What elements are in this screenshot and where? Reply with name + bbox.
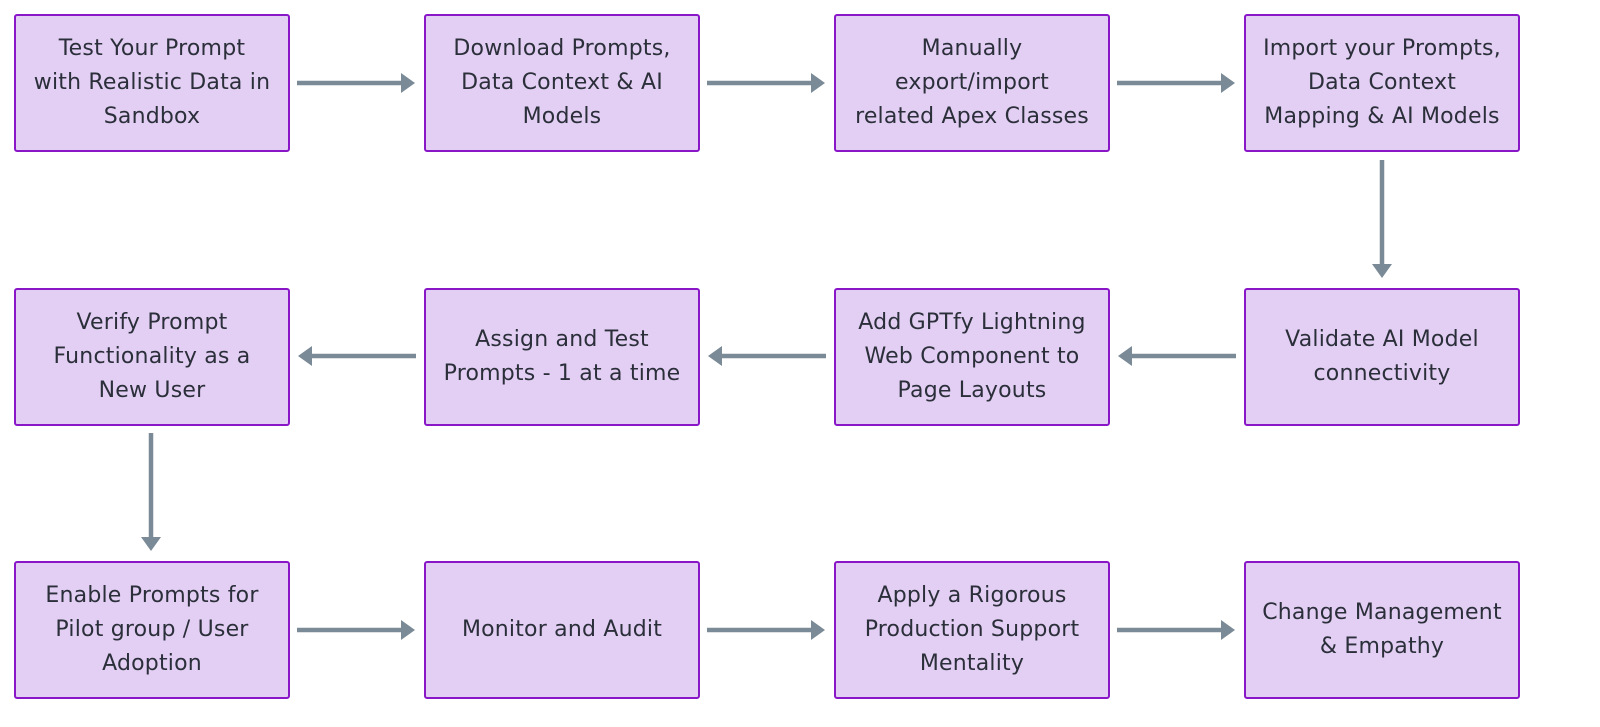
arrow-right (297, 73, 415, 93)
arrow-left (1118, 346, 1236, 366)
step-production-support: Apply a Rigorous Production Support Ment… (834, 561, 1110, 699)
step-label: Add GPTfy Lightning Web Component to Pag… (858, 310, 1086, 403)
step-change-management: Change Management & Empathy (1244, 561, 1520, 699)
step-monitor-audit: Monitor and Audit (424, 561, 700, 699)
step-export-import-apex: Manually export/import related Apex Clas… (834, 14, 1110, 152)
arrow-down (1372, 160, 1392, 278)
step-label: Test Your Prompt with Realistic Data in … (33, 36, 271, 129)
step-import-prompts: Import your Prompts, Data Context Mappin… (1244, 14, 1520, 152)
step-label: Apply a Rigorous Production Support Ment… (864, 583, 1080, 676)
step-label: Change Management & Empathy (1262, 600, 1502, 659)
arrow-down (141, 433, 161, 551)
step-label: Monitor and Audit (461, 617, 663, 642)
arrow-right (297, 620, 415, 640)
step-verify-new-user: Verify Prompt Functionality as a New Use… (14, 288, 290, 426)
step-download-prompts: Download Prompts, Data Context & AI Mode… (424, 14, 700, 152)
arrow-left (298, 346, 416, 366)
arrow-left (708, 346, 826, 366)
step-label: Manually export/import related Apex Clas… (855, 36, 1089, 129)
step-label: Validate AI Model connectivity (1285, 327, 1479, 386)
step-label: Download Prompts, Data Context & AI Mode… (453, 36, 671, 129)
step-label: Enable Prompts for Pilot group / User Ad… (45, 583, 259, 676)
step-label: Assign and Test Prompts - 1 at a time (443, 327, 681, 386)
arrow-right (707, 620, 825, 640)
step-test-prompt-sandbox: Test Your Prompt with Realistic Data in … (14, 14, 290, 152)
arrow-right (1117, 73, 1235, 93)
arrow-right (1117, 620, 1235, 640)
step-label: Verify Prompt Functionality as a New Use… (53, 310, 251, 403)
arrow-right (707, 73, 825, 93)
step-enable-pilot-group: Enable Prompts for Pilot group / User Ad… (14, 561, 290, 699)
step-add-lightning-component: Add GPTfy Lightning Web Component to Pag… (834, 288, 1110, 426)
step-label: Import your Prompts, Data Context Mappin… (1263, 36, 1501, 129)
step-validate-ai-model: Validate AI Model connectivity (1244, 288, 1520, 426)
step-assign-test-prompts: Assign and Test Prompts - 1 at a time (424, 288, 700, 426)
